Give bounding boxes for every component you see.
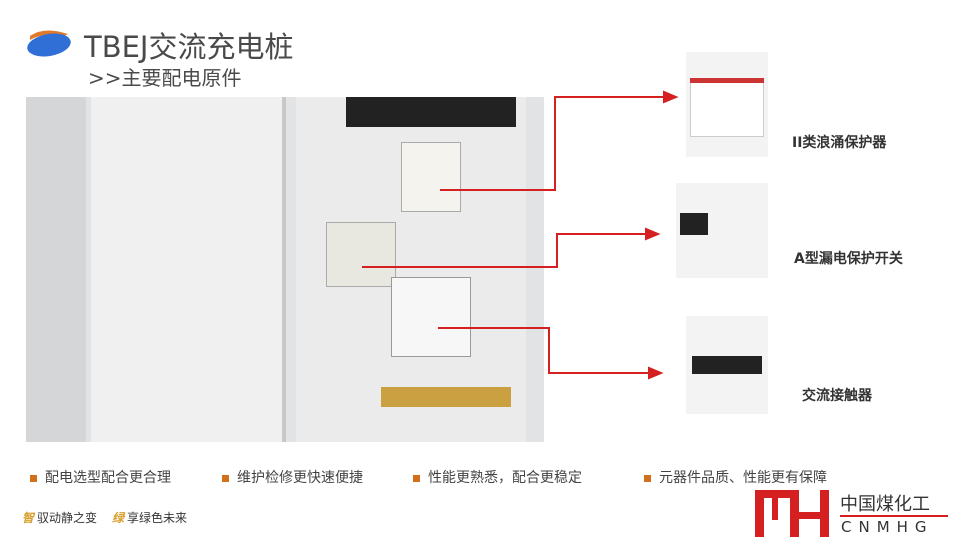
cabinet-photo (26, 97, 544, 442)
surge-protector-image (686, 52, 768, 157)
slogan: 绿享绿色未来 (112, 511, 188, 525)
mh-logo-icon (755, 490, 829, 537)
slogan: 智驭动静之变 (22, 511, 98, 525)
feature-bullet: 性能更熟悉，配合更稳定 (413, 467, 582, 487)
component-label: A型漏电保护开关 (794, 251, 903, 267)
page-subtitle: >>主要配电原件 (88, 66, 242, 90)
feature-bullet: 维护检修更快速便捷 (222, 467, 363, 487)
feature-bullet: 元器件品质、性能更有保障 (644, 467, 827, 487)
page-title: TBEJ交流充电桩 (84, 30, 294, 64)
component-label: II类浪涌保护器 (792, 135, 887, 151)
feature-bullet: 配电选型配合更合理 (30, 467, 171, 487)
brand-logo: 中国煤化工 CNMHG (752, 488, 957, 538)
ac-contactor-image (686, 316, 768, 414)
residual-current-breaker-image (676, 183, 768, 278)
company-logo-icon (27, 30, 71, 57)
component-label: 交流接触器 (802, 388, 872, 404)
